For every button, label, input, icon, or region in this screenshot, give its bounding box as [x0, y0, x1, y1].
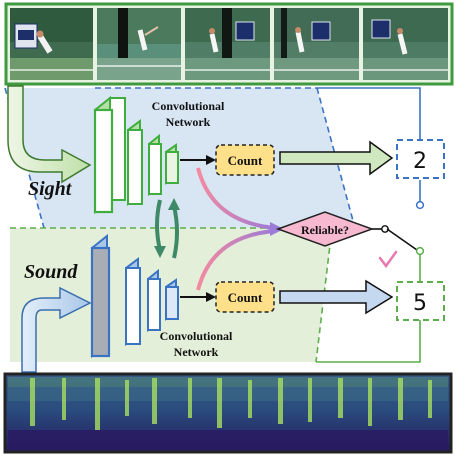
sound-cnn [90, 233, 179, 359]
video-frame [97, 8, 181, 80]
sight-switch-terminal [415, 200, 425, 210]
sound-count-path: Count [180, 279, 394, 315]
sound-reliability-arrow [196, 229, 276, 291]
sight-output-arrow [279, 140, 394, 176]
sound-count-box [215, 281, 275, 313]
video-frame [10, 8, 93, 80]
sound-switch-terminal [415, 246, 425, 256]
video-strip [4, 2, 454, 86]
sound-input-arrow [21, 286, 92, 373]
sight-output-connector [317, 87, 421, 140]
video-frame [185, 8, 270, 80]
checkmark-icon [378, 250, 398, 269]
sight-input-arrow [7, 85, 92, 184]
sound-modality-label: Sound [24, 261, 78, 283]
spectrogram [3, 372, 453, 454]
sound-count-label: Count [228, 290, 263, 305]
sight-count-path: Count [180, 140, 394, 176]
sight-network-label-line1: Convolutional [152, 99, 225, 113]
sight-modality-label: Sight [28, 178, 73, 200]
sound-output-arrow [279, 279, 394, 315]
sight-panel-fill [5, 88, 355, 228]
video-frame [274, 8, 359, 80]
sound-network-label-line2: Network [174, 345, 219, 359]
reliable-decision: Reliable? [275, 211, 375, 247]
sight-network-label-line2: Network [166, 115, 211, 129]
sight-cnn [93, 95, 179, 215]
video-frame [363, 8, 448, 80]
sight-prediction: 2 [396, 139, 445, 179]
sight-count-box [215, 144, 275, 176]
reliable-label: Reliable? [301, 223, 349, 237]
output-switch [372, 180, 425, 282]
sound-prediction: 5 [396, 281, 445, 321]
sound-output-connector [316, 320, 421, 363]
sound-network-label-line1: Convolutional [160, 329, 233, 343]
sight-reliability-arrow [196, 167, 276, 230]
sight-prediction-value: 2 [413, 149, 427, 174]
sound-prediction-box [396, 281, 445, 321]
sight-count-label: Count [228, 153, 263, 168]
sound-prediction-value: 5 [413, 291, 427, 316]
cross-modal-arrows [154, 198, 180, 259]
